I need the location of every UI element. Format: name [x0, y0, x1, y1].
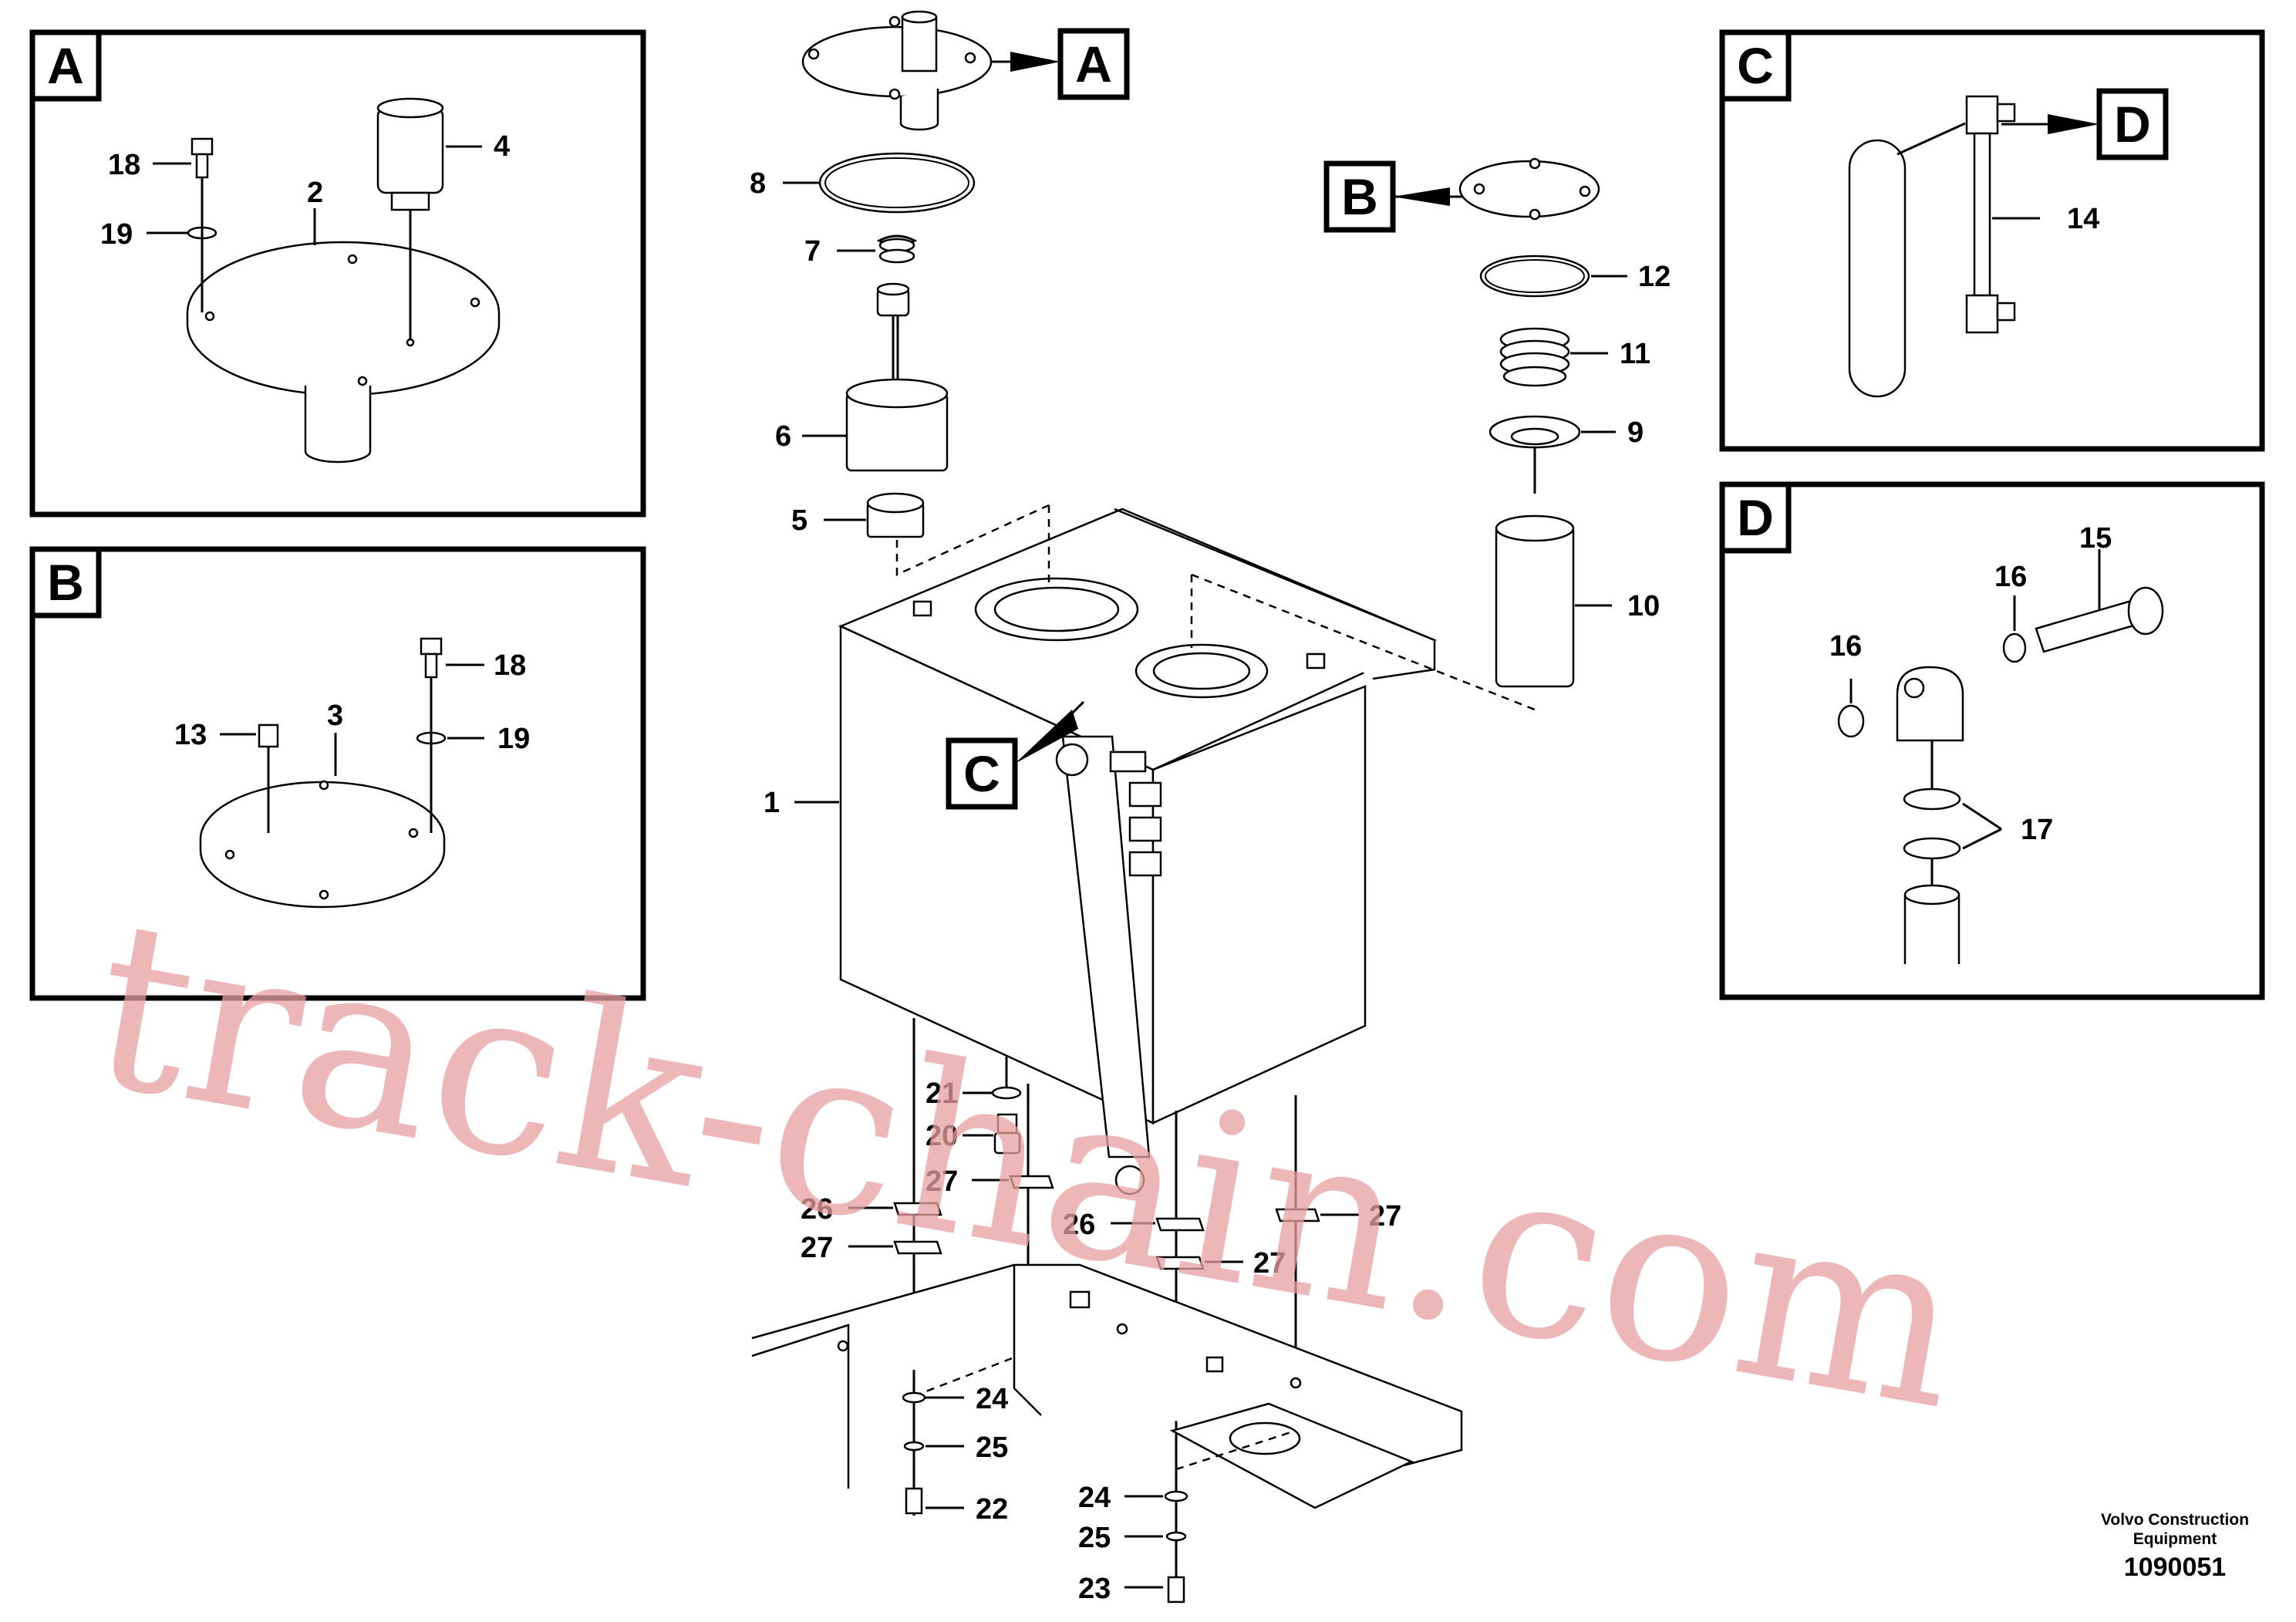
label-24b: 24 — [1078, 1482, 1111, 1514]
label-21: 21 — [925, 1077, 958, 1110]
label-4: 4 — [494, 130, 510, 163]
detail-panel-c: C 14 D — [1719, 29, 2265, 452]
label-6: 6 — [775, 420, 791, 453]
tank-side — [1151, 685, 1367, 1125]
panel-b-letter: B — [47, 554, 84, 611]
label-19b: 19 — [497, 723, 530, 755]
panel-c-letter: C — [1737, 37, 1774, 94]
label-11: 11 — [1620, 338, 1650, 370]
label-13: 13 — [174, 719, 207, 751]
return-cover — [1458, 160, 1600, 218]
detail-panel-a: A 4 2 18 19 — [29, 29, 646, 518]
label-8: 8 — [750, 167, 766, 200]
footer-company-line1: Volvo Construction — [2101, 1511, 2249, 1529]
label-1: 1 — [764, 787, 780, 819]
label-18b: 18 — [494, 649, 526, 682]
sight-glass — [1848, 139, 1907, 398]
footer-company-line2: Equipment — [2133, 1530, 2217, 1548]
detail-panel-b: B 18 19 13 3 — [29, 546, 646, 1001]
label-25b: 25 — [1078, 1522, 1111, 1554]
detail-panel-d: D 17 16 16 15 — [1719, 481, 2265, 1000]
label-9: 9 — [1627, 416, 1644, 449]
callout-c: C — [963, 745, 1000, 802]
panel-d-letter: D — [1737, 489, 1774, 546]
label-10: 10 — [1627, 590, 1660, 622]
label-19a: 19 — [100, 218, 133, 251]
label-27b: 27 — [925, 1165, 958, 1198]
label-26a: 26 — [801, 1193, 833, 1226]
label-25a: 25 — [976, 1431, 1008, 1464]
label-14: 14 — [2067, 203, 2099, 235]
label-2: 2 — [307, 177, 323, 209]
label-20: 20 — [925, 1120, 958, 1152]
callout-a: A — [1075, 35, 1112, 93]
label-27c: 27 — [1253, 1247, 1286, 1280]
footer-drawing-number: 1090051 — [2124, 1553, 2226, 1582]
label-5: 5 — [791, 504, 807, 537]
main-exploded-view: A 8 7 6 5 B — [750, 10, 1671, 1605]
label-16a: 16 — [1829, 630, 1862, 663]
suction-cover — [801, 25, 993, 98]
label-3: 3 — [327, 700, 343, 732]
label-12: 12 — [1638, 261, 1671, 293]
label-26b: 26 — [1063, 1209, 1095, 1241]
label-7: 7 — [804, 235, 821, 268]
return-filter-10 — [1495, 523, 1575, 688]
panel-a-letter: A — [47, 37, 84, 94]
label-27a: 27 — [801, 1232, 833, 1264]
o-ring-8 — [818, 152, 976, 214]
label-27d: 27 — [1369, 1200, 1401, 1233]
label-24a: 24 — [976, 1383, 1008, 1415]
label-16b: 16 — [1994, 561, 2027, 593]
panel-c-callout-d: D — [2114, 96, 2151, 153]
label-22: 22 — [976, 1493, 1008, 1526]
label-15: 15 — [2079, 522, 2112, 555]
callout-b: B — [1341, 168, 1378, 225]
label-23: 23 — [1078, 1573, 1111, 1605]
label-18a: 18 — [108, 149, 140, 181]
label-17: 17 — [2021, 814, 2053, 846]
